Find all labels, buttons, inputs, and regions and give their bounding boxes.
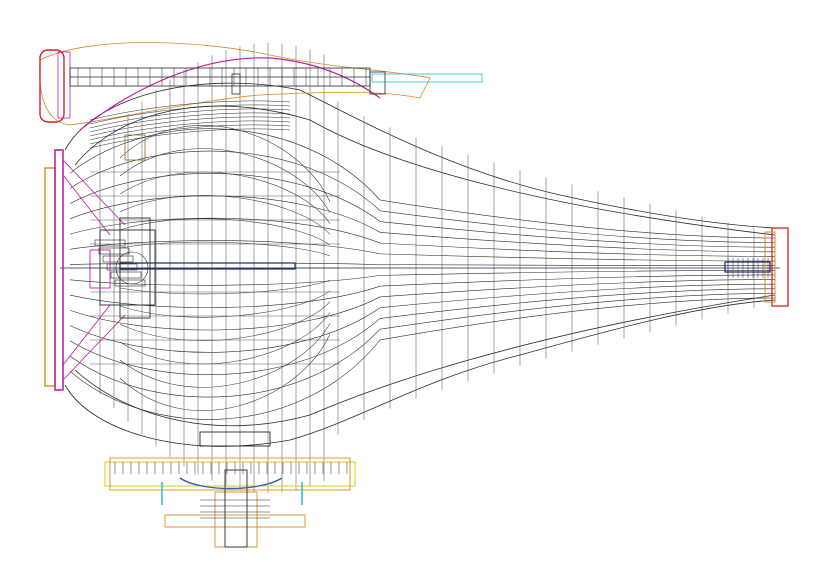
hull-contour-line [69,297,776,420]
hull-outline-mid-upper [74,105,776,236]
mount-plate [164,514,306,528]
hull-contour-line [69,283,776,353]
flange-detail [94,239,149,287]
hub-inner [89,249,111,289]
arm-rib-line [89,104,291,125]
hull-contour-line [69,279,776,331]
nose-cap-outer [771,227,789,307]
hull-contour-line [69,270,776,286]
arm-bracket [124,134,146,161]
arm-rib-line [89,128,291,149]
nose-detail [727,258,769,278]
arm-rib-line [89,112,291,133]
hub-fastener [110,271,142,279]
hub-fastener [106,263,138,271]
nose-cap [724,227,789,307]
hub-flange [119,217,151,319]
hull-contour-line [69,240,776,262]
hull-outline-lower [64,299,776,447]
arm-end-cap [39,49,65,123]
hub-fastener [94,239,126,247]
hull-contours [69,125,776,420]
arm-detail [77,68,367,161]
hub-block [99,229,156,306]
hub-fastener [102,255,134,263]
mount-cap [199,431,271,447]
hull-contour-line [69,217,776,257]
hub-ring [115,251,149,285]
arm-rib-line [89,120,291,141]
hull-contour-line [69,274,776,308]
mount-detail [114,462,348,519]
left-flange-assembly [44,149,156,391]
mount-dish [179,477,283,490]
nose-cap-core [724,261,771,273]
arm-pin [371,73,483,83]
flange-strut-lower-2 [62,304,111,366]
mount-stem-inner [224,469,248,548]
arm-rib-line [89,116,291,137]
hull-contour-line [69,195,776,253]
mount-base-yellow [104,461,356,487]
hull-contour-line [69,150,776,243]
flange-plate-magenta [54,149,64,391]
flange-strut-upper [62,159,126,226]
flange-strut-upper-2 [62,174,111,236]
hull-contour-line [69,293,776,398]
arm-block [231,73,241,95]
hub-fastener [98,247,130,255]
arm-rib-line [89,124,291,145]
nose-cap-inner [764,231,776,303]
arm-hinge [369,71,386,95]
main-hull [60,43,780,493]
hub-fastener [114,279,146,287]
arm-rib-line [89,100,291,121]
hull-contour-line [69,128,776,239]
arm-arc-magenta [79,57,381,131]
arm-outline-orange [39,42,431,126]
flange-strut-lower [62,314,126,381]
hull-outline-mid-lower [74,294,776,427]
arm-rib-line [89,108,291,129]
hull-contour-line [69,288,776,375]
mount-base-orange [109,457,351,491]
hull-outline-upper [64,82,776,229]
top-arm-assembly [39,42,483,161]
bottom-mount-assembly [104,431,356,548]
